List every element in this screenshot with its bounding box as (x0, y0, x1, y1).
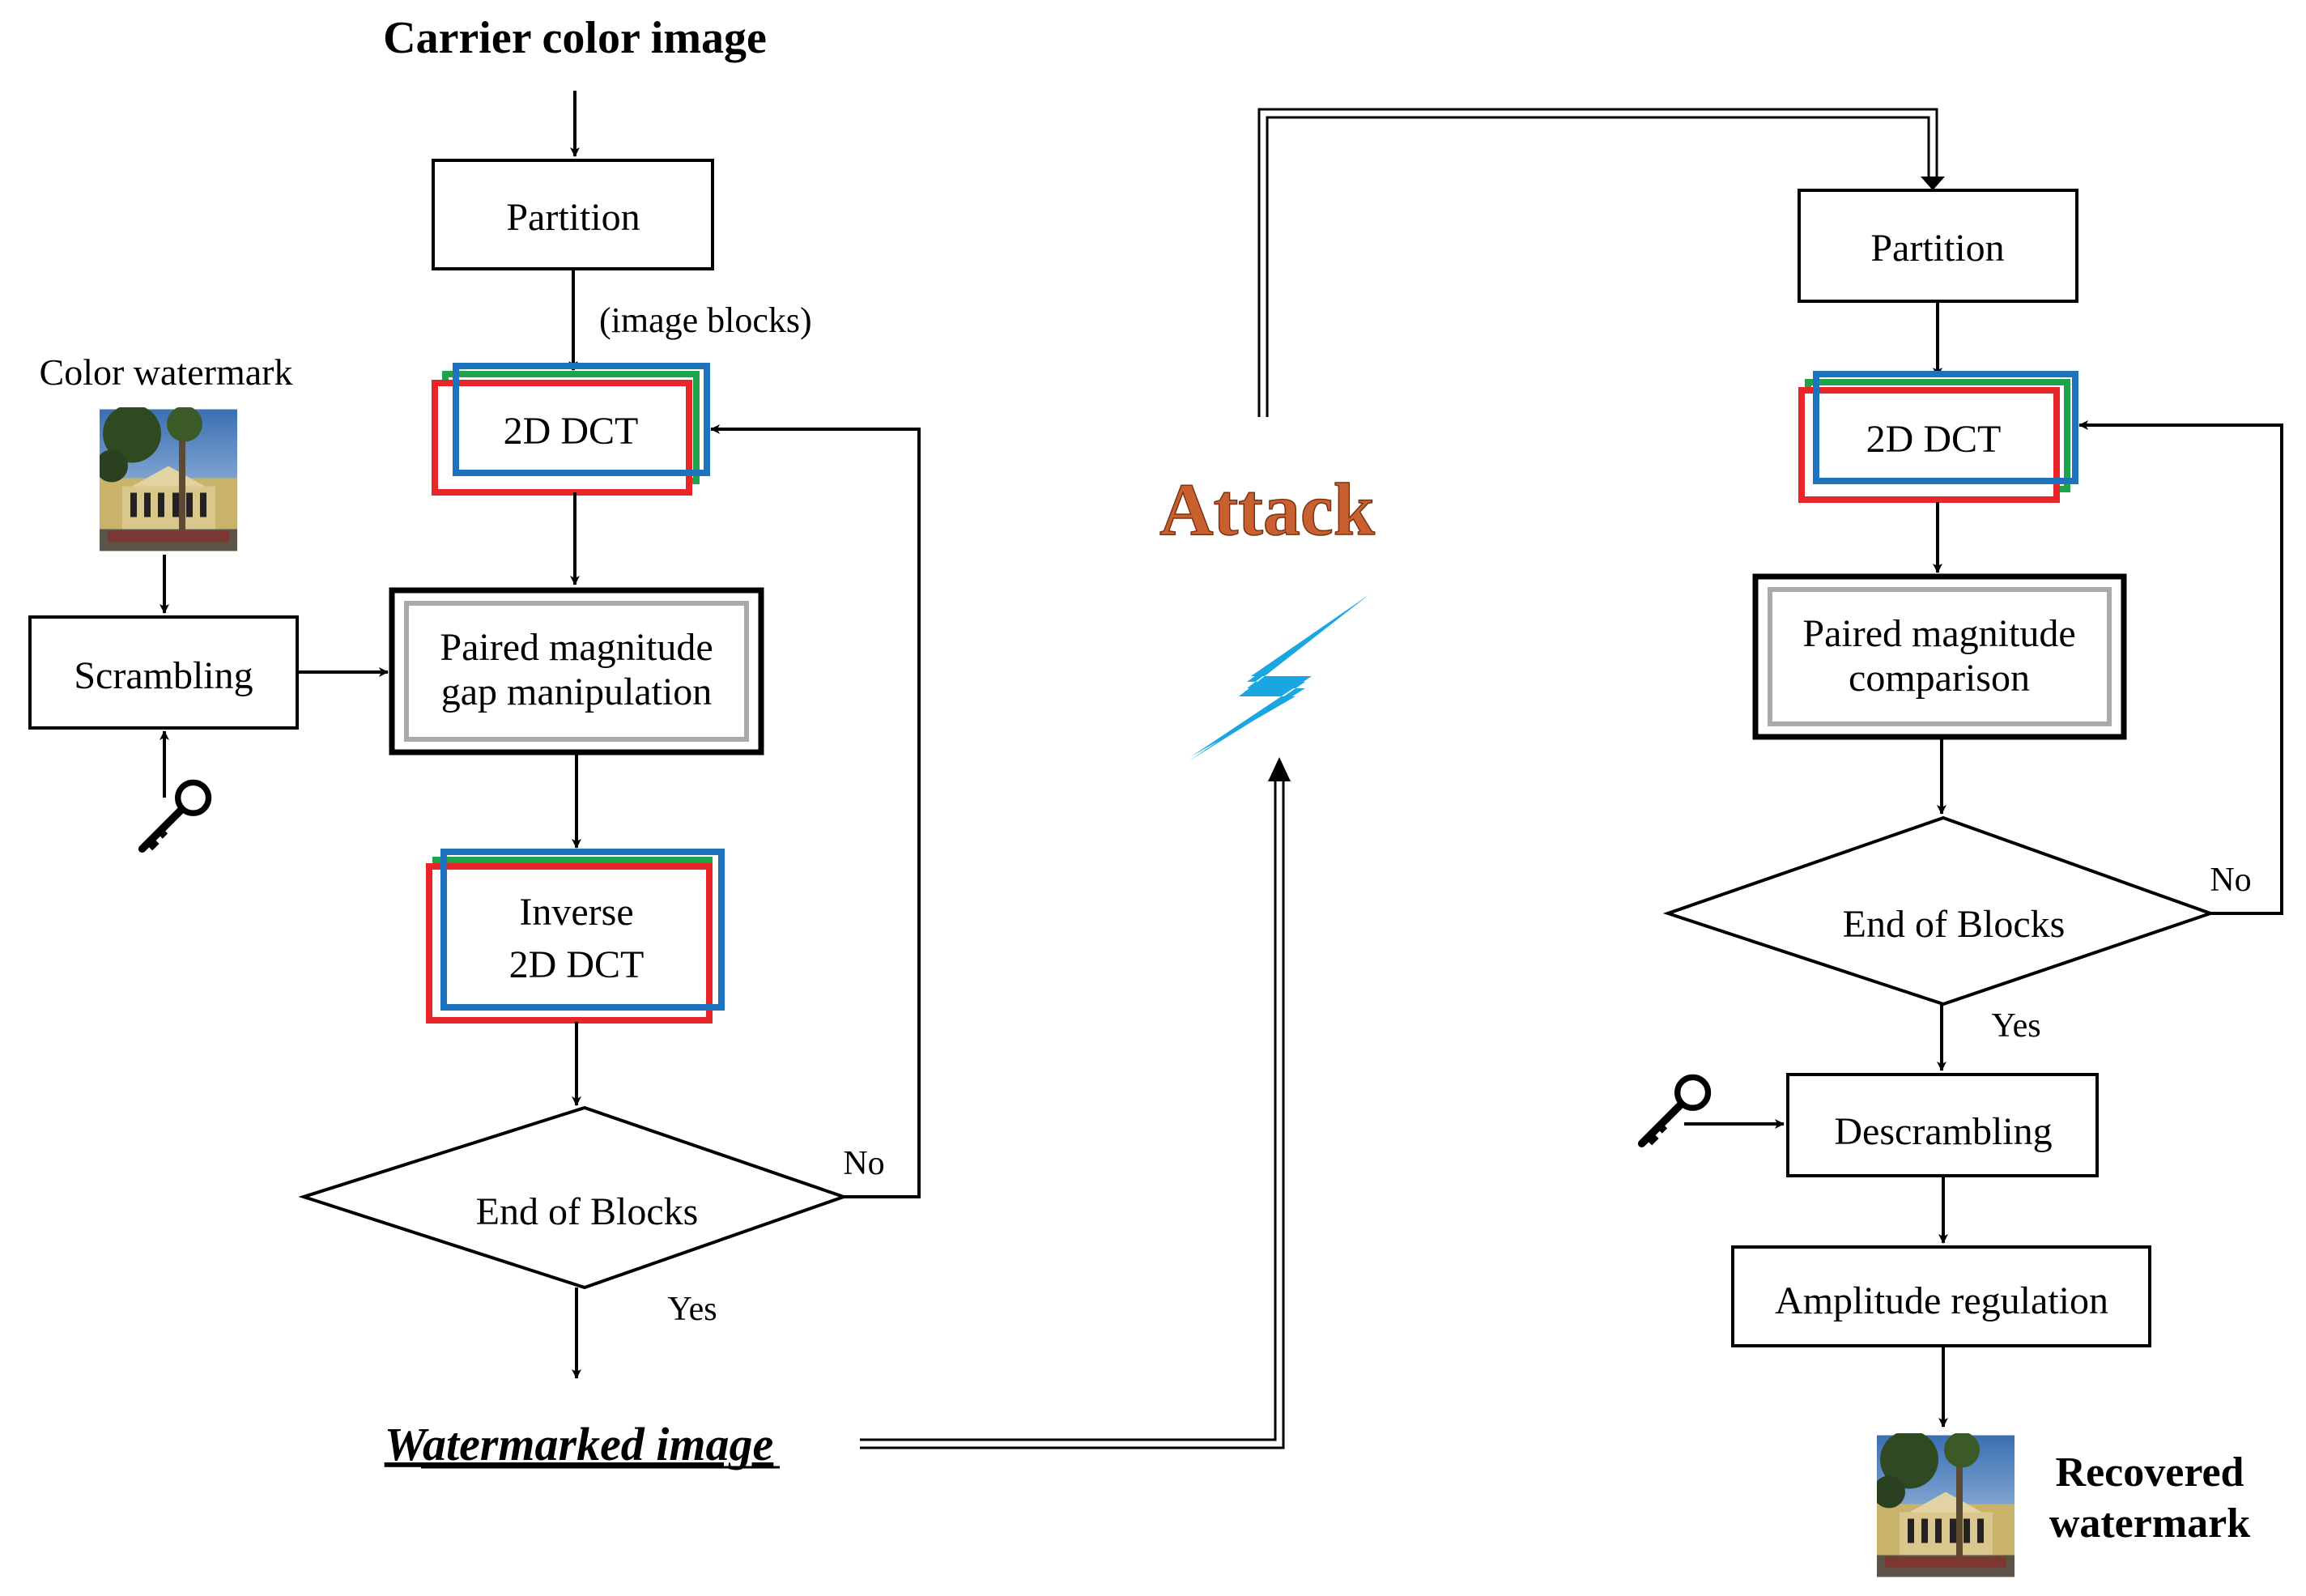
partition-box-left: Partition (432, 159, 714, 270)
end-of-blocks-decision-left: End of Blocks (298, 1105, 849, 1290)
amplitude-regulation-box: Amplitude regulation (1731, 1245, 2151, 1347)
pmc-box: Paired magnitude comparison (1752, 573, 2127, 740)
amplitude-label: Amplitude regulation (1775, 1279, 2108, 1322)
inverse-label-line1: Inverse (519, 891, 633, 934)
scrambling-box: Scrambling (28, 615, 299, 730)
arrow-no-loop-left (710, 424, 921, 1198)
pmc-label-line2: comparison (1849, 657, 2030, 700)
yes-label-right: Yes (1991, 1007, 2040, 1045)
key-icon (143, 782, 209, 850)
double-line-from-attack (1257, 108, 1945, 417)
pmg-label-line2: gap manipulation (441, 670, 713, 713)
end-of-blocks-label-left: End of Blocks (476, 1190, 699, 1233)
double-line-to-attack (860, 757, 1291, 1449)
attack-label: Attack (1159, 468, 1376, 551)
partition-label-right: Partition (1870, 227, 2004, 270)
dct-box-right: 2D DCT (1798, 371, 2078, 503)
no-label-left: No (843, 1145, 884, 1182)
partition-label-left: Partition (506, 196, 640, 239)
recovered-label-line1: Recovered (2056, 1449, 2244, 1496)
scrambling-label: Scrambling (74, 654, 253, 697)
inverse-dct-box: Inverse 2D DCT (426, 849, 725, 1024)
arrow-no-loop-right (2078, 420, 2283, 915)
inverse-label-line2: 2D DCT (509, 943, 645, 986)
end-of-blocks-label-right: End of Blocks (1843, 903, 2066, 946)
lightning-bolt-shape (1190, 595, 1368, 757)
watermarked-image-label: Watermarked image (385, 1418, 774, 1470)
dct-box-left: 2D DCT (432, 363, 710, 496)
key-icon-right (1642, 1077, 1708, 1145)
image-blocks-label: (image blocks) (599, 300, 812, 340)
no-label-right: No (2210, 862, 2251, 899)
building-photo-icon (100, 407, 237, 551)
descrambling-label: Descrambling (1834, 1110, 2052, 1153)
recovered-label-line2: watermark (2049, 1500, 2250, 1547)
pmg-label-line1: Paired magnitude (440, 626, 713, 669)
dct-label-left: 2D DCT (504, 410, 639, 453)
yes-label-left: Yes (667, 1291, 717, 1328)
carrier-image-title: Carrier color image (383, 13, 767, 63)
dct-label-right: 2D DCT (1866, 418, 2002, 461)
recovered-photo-icon (1877, 1433, 2015, 1577)
partition-box-right: Partition (1798, 189, 2078, 303)
pmg-box: Paired magnitude gap manipulation (389, 587, 764, 755)
end-of-blocks-decision-right: End of Blocks (1662, 815, 2216, 1007)
pmc-label-line1: Paired magnitude (1802, 612, 2075, 655)
color-watermark-label: Color watermark (40, 351, 293, 393)
descrambling-box: Descrambling (1786, 1073, 2099, 1177)
